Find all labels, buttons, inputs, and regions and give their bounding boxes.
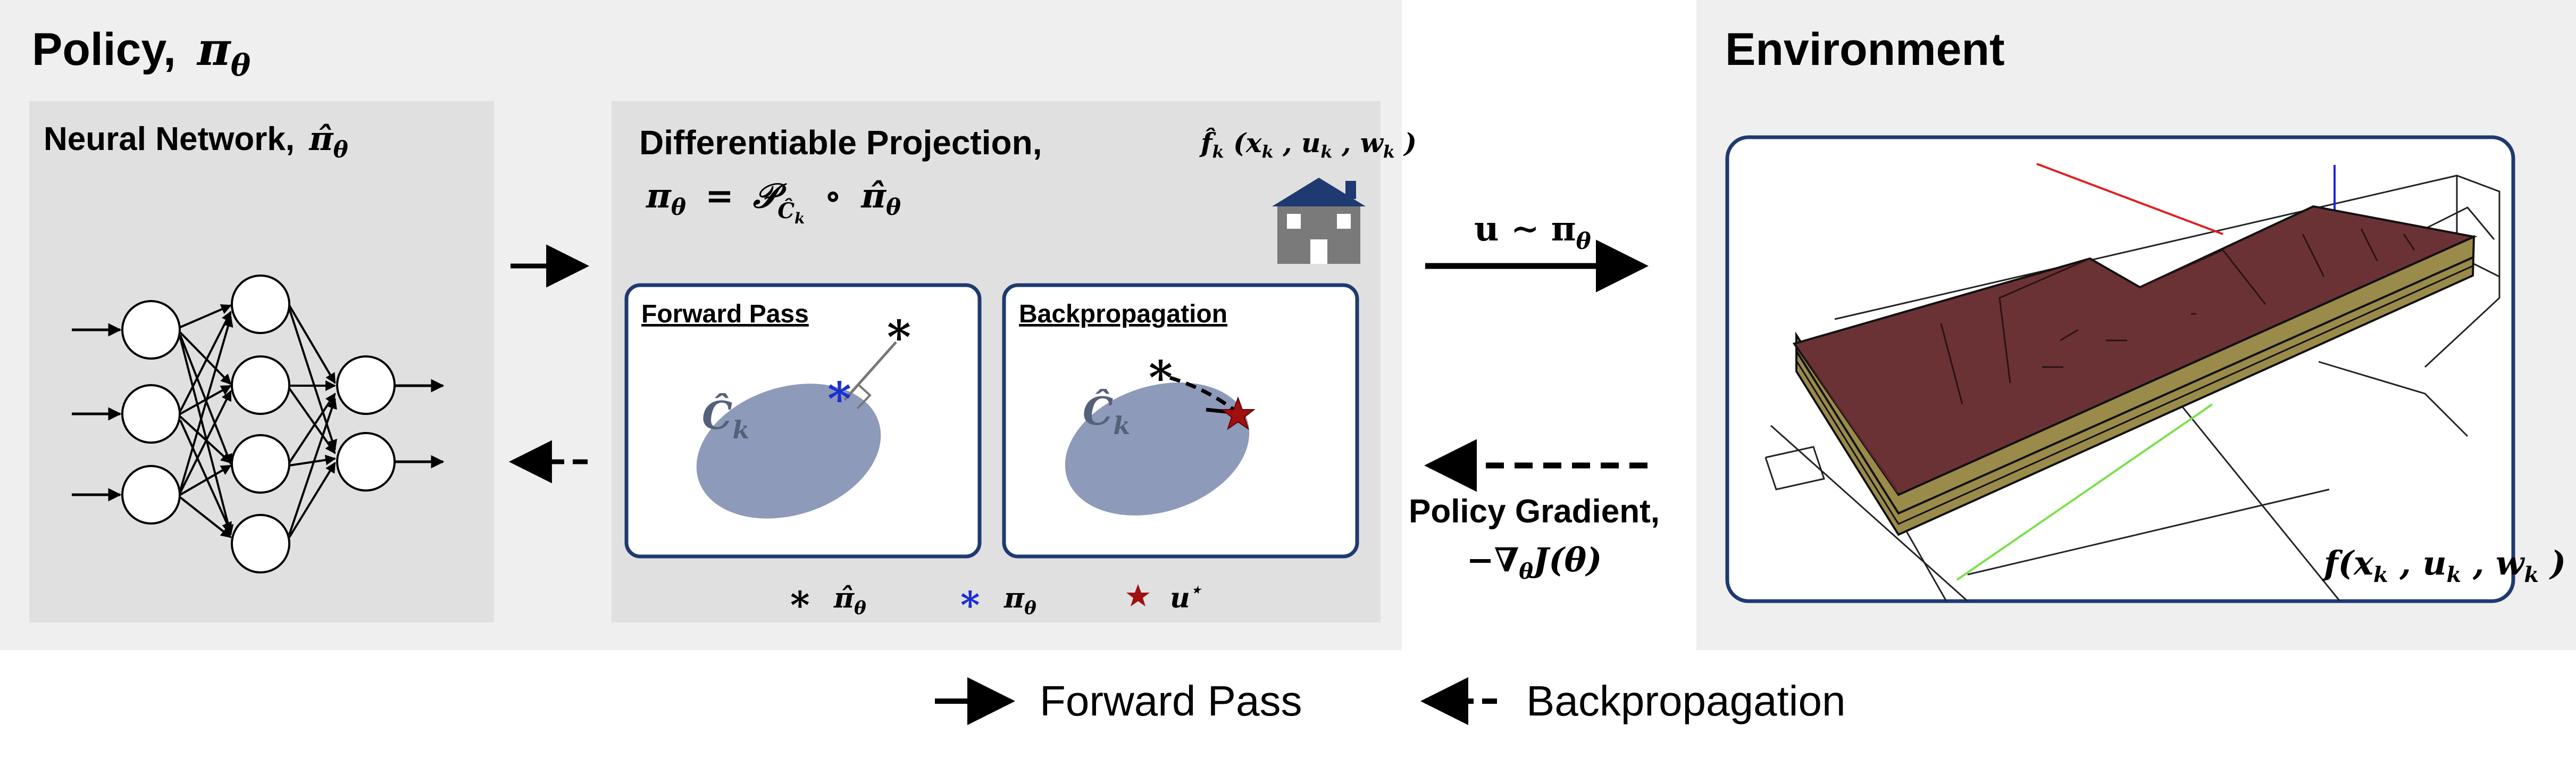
gradient-label: Policy Gradient, bbox=[1409, 493, 1660, 530]
policy-title: Policy, πθ bbox=[32, 22, 251, 83]
constraint-set-label-forward: Ĉk bbox=[702, 393, 749, 444]
nn-output-star-backprop: * bbox=[1149, 351, 1173, 405]
legend-backward-label: Backpropagation bbox=[1526, 677, 1845, 725]
environment-dynamics: f(xk , uk , wk ) bbox=[2322, 544, 2566, 590]
projection-line bbox=[843, 341, 897, 401]
model-label: f̂k (xk , uk , wk ) bbox=[1199, 127, 1417, 164]
legend-nn-label: π̂θ bbox=[833, 582, 866, 619]
legend-optimal-star bbox=[1126, 584, 1150, 606]
building-model-render bbox=[1764, 163, 2500, 601]
action-label: u ∼ πθ bbox=[1474, 209, 1591, 254]
environment-title: Environment bbox=[1725, 24, 2005, 75]
projection-formula: πθ = 𝒫Ĉk ∘ π̂θ bbox=[646, 176, 901, 232]
nn-output-star-forward: * bbox=[887, 311, 911, 364]
projection-legend: * π̂θ * πθ u⋆ bbox=[790, 579, 1202, 627]
projection-title: Differentiable Projection, bbox=[639, 123, 1042, 162]
constraint-set-label-backprop: Ĉk bbox=[1083, 388, 1130, 440]
neural-network-graph bbox=[72, 274, 445, 573]
house-icon bbox=[1272, 178, 1366, 264]
optimal-star-backprop bbox=[1220, 396, 1256, 430]
backprop-dashed-path bbox=[1169, 376, 1235, 411]
backpropagation-box-title: Backpropagation bbox=[1019, 300, 1227, 328]
constraint-set-forward bbox=[696, 384, 881, 519]
legend-projected-label: πθ bbox=[1003, 582, 1036, 619]
projected-star-forward: * bbox=[827, 372, 851, 426]
constraint-set-backprop bbox=[1065, 382, 1250, 515]
legend-forward-label: Forward Pass bbox=[1040, 677, 1302, 725]
legend-projected-star: * bbox=[960, 583, 980, 627]
neural-network-title: Neural Network, π̂θ bbox=[44, 119, 348, 163]
forward-pass-box-title: Forward Pass bbox=[641, 300, 809, 328]
legend-nn-star: * bbox=[790, 583, 810, 627]
right-angle-mark bbox=[856, 384, 872, 410]
legend-optimal-label: u⋆ bbox=[1170, 579, 1202, 614]
gradient-expression: −∇θJ(θ) bbox=[1467, 540, 1602, 584]
